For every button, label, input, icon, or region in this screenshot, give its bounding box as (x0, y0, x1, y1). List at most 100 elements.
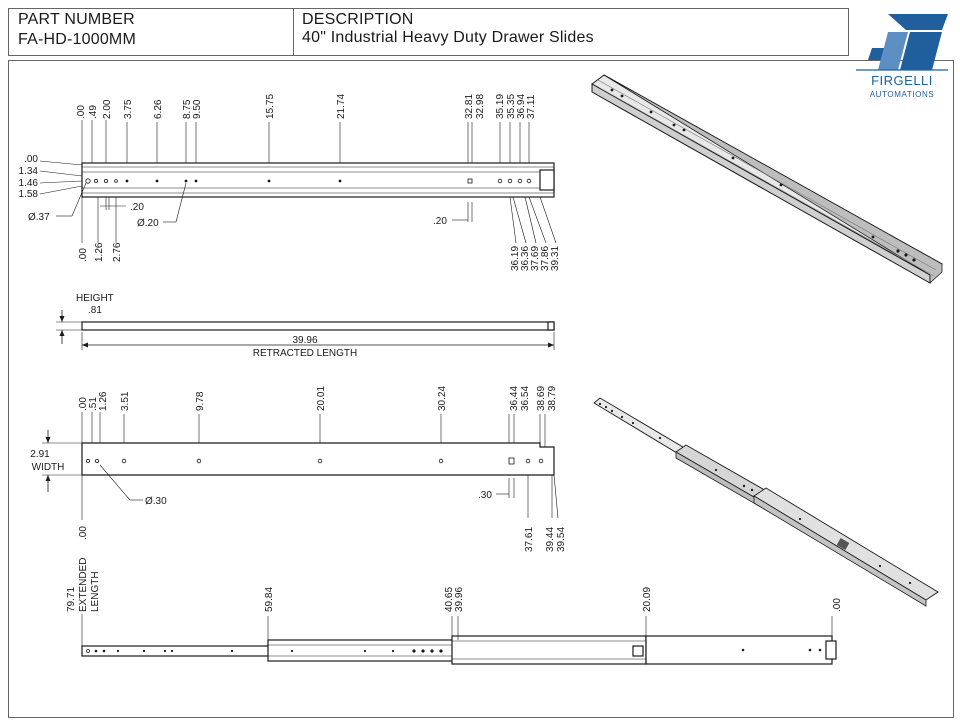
hole-callout: Ø.20 (137, 218, 159, 229)
dim-label: 2.76 (112, 242, 123, 262)
mount-hole (155, 179, 159, 183)
outer-member (451, 635, 647, 665)
mount-hole (125, 179, 129, 183)
length-label: RETRACTED LENGTH (253, 348, 357, 359)
dim-label: 59.84 (264, 587, 275, 612)
dim-label: .00 (76, 105, 87, 119)
dim-label: 30.24 (437, 386, 448, 411)
dim-label: .00 (78, 397, 89, 411)
dim-label: .00 (78, 248, 89, 262)
dim-label: 38.79 (547, 386, 558, 411)
total-value: 79.71 (66, 587, 77, 612)
dim-label: .00 (832, 598, 843, 612)
firgelli-logo-icon: FIRGELLI AUTOMATIONS (856, 14, 948, 99)
dim-label: 39.44 (545, 527, 556, 552)
dim-label: 40.65 (444, 587, 455, 612)
total-label: EXTENDED (78, 558, 89, 612)
bottom-view: .00 .51 1.26 3.51 9.78 20.01 30.24 36.44… (30, 386, 567, 552)
description-cell (293, 8, 849, 56)
dim-label: 1.58 (19, 189, 39, 200)
dim-label: 36.44 (509, 386, 520, 411)
total-label: LENGTH (90, 571, 101, 612)
isometric-view-retracted (591, 74, 943, 284)
dim-label: 9.50 (192, 99, 203, 119)
extended-view: 79.71 EXTENDED LENGTH 59.84 40.65 39.96 … (66, 558, 843, 665)
drawing-border (8, 60, 954, 718)
dim-label: 8.75 (182, 99, 193, 119)
dim-label: 20.01 (316, 386, 327, 411)
mount-hole (121, 458, 127, 464)
mount-hole (194, 179, 198, 183)
mount-hole (114, 179, 118, 183)
dim-label: .49 (88, 105, 99, 119)
logo-brand: FIRGELLI (871, 73, 933, 88)
dim-label: 39.31 (550, 246, 561, 271)
dim-label: .51 (88, 397, 99, 411)
mount-hole (538, 458, 544, 464)
mount-hole (517, 178, 523, 184)
mount-hole (438, 458, 444, 464)
dim-label: .00 (78, 526, 89, 540)
dim-label: 1.46 (19, 178, 39, 189)
slide-body-bottom (81, 442, 555, 476)
dim-label: 21.74 (336, 94, 347, 119)
dim-label: 2.00 (102, 99, 113, 119)
mount-hole (507, 178, 513, 184)
mount-slot (508, 457, 515, 465)
mount-hole (338, 179, 342, 183)
isometric-view-extended (593, 397, 939, 607)
slide-body-side (81, 321, 555, 331)
dim-label: 36.54 (520, 386, 531, 411)
mount-hole (525, 458, 531, 464)
slide-end-cap (825, 640, 837, 660)
dim-label: 1.26 (98, 391, 109, 411)
description-label: DESCRIPTION (302, 11, 414, 28)
slide-body-top (81, 162, 555, 198)
mount-hole (267, 179, 271, 183)
height-label: HEIGHT (76, 293, 114, 304)
mount-hole (497, 178, 503, 184)
logo-sub: AUTOMATIONS (870, 90, 935, 99)
mount-hole (196, 458, 202, 464)
dim-label: 39.96 (454, 587, 465, 612)
intermediate-member (267, 639, 459, 662)
mount-hole (94, 178, 99, 183)
release-lever (632, 645, 644, 657)
part-number-value: FA-HD-1000MM (18, 31, 136, 48)
dim-label: 38.69 (536, 386, 547, 411)
dim-label: 37.61 (524, 527, 535, 552)
mount-hole (86, 458, 91, 463)
outer-member-tail (645, 635, 833, 665)
inner-member (81, 645, 273, 657)
dim-label: 36.94 (516, 94, 527, 119)
dim-label: 1.26 (94, 242, 105, 262)
slot-callout: .20 (433, 216, 447, 227)
mount-hole (184, 179, 188, 183)
dim-label: 6.26 (153, 99, 164, 119)
width-label: WIDTH (32, 462, 65, 473)
slide-end-cap (547, 321, 555, 331)
slide-end-cap (539, 169, 555, 191)
dim-label: 36.19 (510, 246, 521, 271)
hole-callout: Ø.30 (145, 496, 167, 507)
mount-hole (95, 458, 100, 463)
dim-label: 15.75 (265, 94, 276, 119)
dim-label: 39.54 (556, 527, 567, 552)
dim-label: 35.19 (495, 94, 506, 119)
dim-label: 20.09 (642, 587, 653, 612)
dim-label: 35.35 (506, 94, 517, 119)
dim-label: 3.51 (120, 391, 131, 411)
part-number-label: PART NUMBER (18, 11, 135, 28)
mount-hole (526, 178, 532, 184)
dim-label: 37.69 (530, 246, 541, 271)
width-value: 2.91 (30, 449, 50, 460)
side-view: HEIGHT .81 39.96 RETRACTED LENGTH (56, 293, 555, 359)
mount-slot (467, 178, 473, 184)
slot-callout: .20 (130, 202, 144, 213)
dim-label: 37.86 (540, 246, 551, 271)
description-value: 40" Industrial Heavy Duty Drawer Slides (302, 29, 594, 46)
dim-label: 36.36 (520, 246, 531, 271)
slot-callout: .30 (478, 490, 492, 501)
top-view: .00 .49 2.00 3.75 6.26 8.75 9.50 15.75 2… (19, 94, 561, 271)
